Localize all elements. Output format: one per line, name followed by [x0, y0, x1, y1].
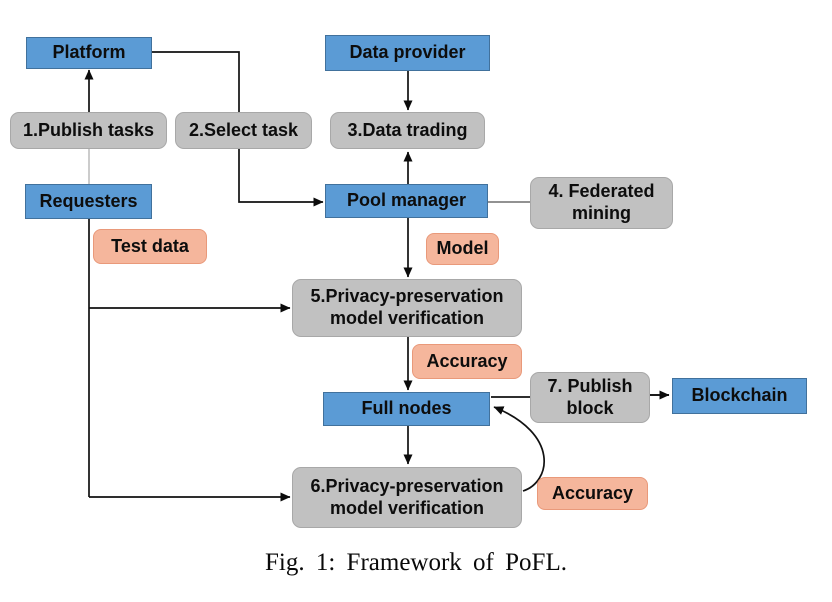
- edge-verification6-fullnodes-curve: [493, 406, 545, 492]
- node-platform: Platform: [26, 37, 152, 69]
- node-blockchain: Blockchain: [672, 378, 807, 414]
- node-step2-select-task: 2.Select task: [175, 112, 312, 149]
- node-requesters: Requesters: [25, 184, 152, 219]
- node-step6-model-verification: 6.Privacy-preservation model verificatio…: [292, 467, 522, 528]
- node-step1-publish-tasks: 1.Publish tasks: [10, 112, 167, 149]
- figure-caption: Fig. 1: Framework of PoFL.: [265, 549, 567, 576]
- node-step7-publish-block: 7. Publish block: [530, 372, 650, 423]
- node-step5-model-verification: 5.Privacy-preservation model verificatio…: [292, 279, 522, 337]
- label-model: Model: [426, 233, 499, 265]
- node-step3-data-trading: 3.Data trading: [330, 112, 485, 149]
- label-accuracy-top: Accuracy: [412, 344, 522, 379]
- node-step4-federated-mining: 4. Federated mining: [530, 177, 673, 229]
- node-full-nodes: Full nodes: [323, 392, 490, 426]
- label-test-data: Test data: [93, 229, 207, 264]
- node-data-provider: Data provider: [325, 35, 490, 71]
- label-accuracy-bottom: Accuracy: [537, 477, 648, 510]
- node-pool-manager: Pool manager: [325, 184, 488, 218]
